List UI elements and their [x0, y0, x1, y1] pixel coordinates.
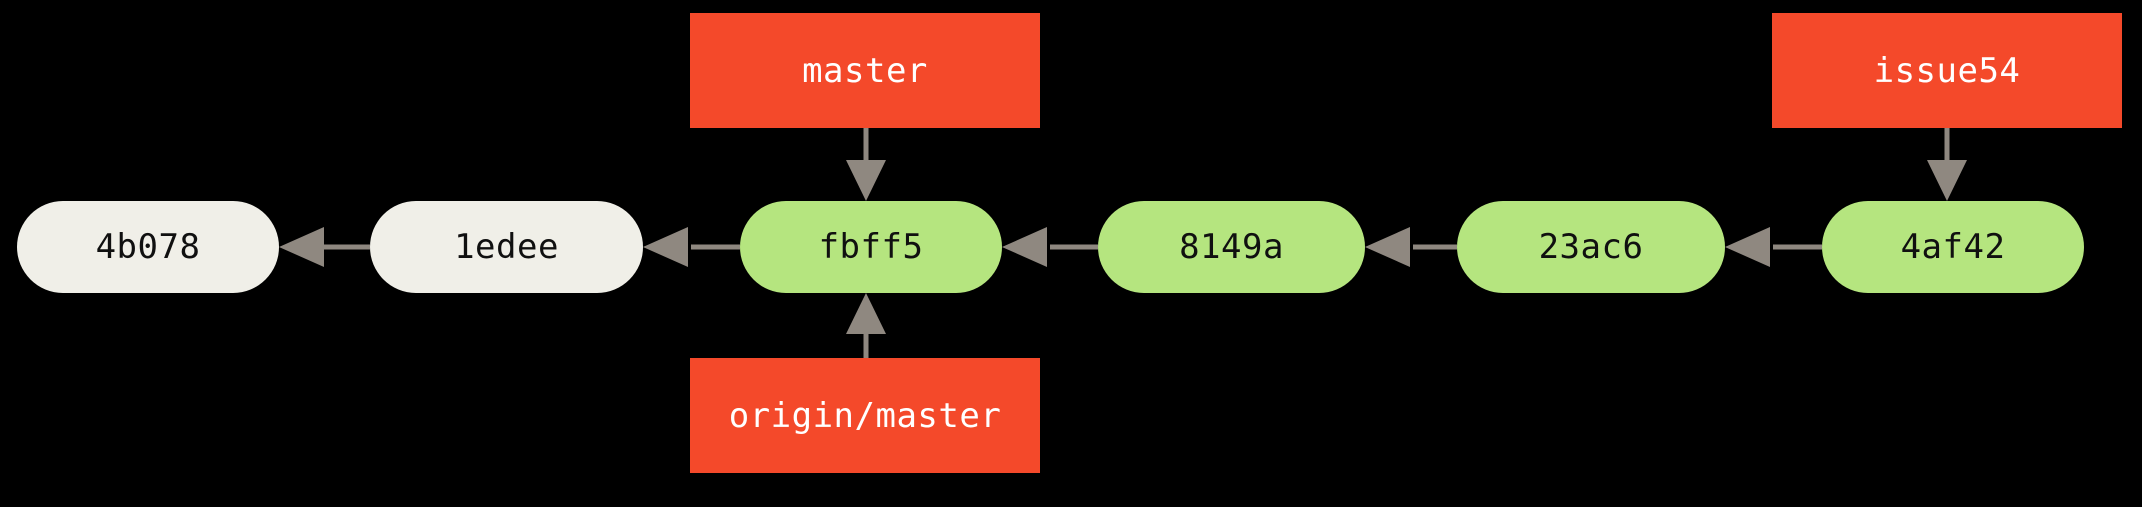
arrowhead-left-icon [1002, 227, 1047, 267]
commit-label: 4b078 [95, 227, 201, 267]
arrowhead-left-icon [643, 227, 688, 267]
commit-label: 1edee [454, 227, 559, 267]
commit-label: 4af42 [1900, 227, 2006, 267]
edge-8149a-to-fbff5 [1002, 227, 1098, 267]
arrowhead-down-icon [1927, 160, 1967, 201]
branch-label-text: origin/master [728, 395, 1002, 436]
commit-label: 8149a [1179, 227, 1284, 267]
edge-issue54-to-4af42 [1927, 128, 1967, 201]
commit-label: 23ac6 [1538, 227, 1644, 267]
arrowhead-down-icon [846, 160, 886, 201]
branch-label-master[interactable]: master [690, 13, 1040, 128]
commit-label: fbff5 [818, 227, 924, 267]
edge-23ac6-to-8149a [1365, 227, 1457, 267]
commit-node-fbff5[interactable]: fbff5 [740, 201, 1002, 293]
arrowhead-left-icon [1365, 227, 1410, 267]
edge-4af42-to-23ac6 [1725, 227, 1822, 267]
commit-node-4b078[interactable]: 4b078 [17, 201, 279, 293]
edge-fbff5-to-1edee [643, 227, 740, 267]
arrowhead-left-icon [1725, 227, 1770, 267]
edge-master-to-fbff5 [846, 128, 886, 201]
branch-label-issue54[interactable]: issue54 [1772, 13, 2122, 128]
edge-1edee-to-4b078 [279, 227, 370, 267]
commit-node-1edee[interactable]: 1edee [370, 201, 643, 293]
arrowhead-left-icon [279, 227, 324, 267]
branch-label-text: master [802, 50, 928, 91]
commit-node-4af42[interactable]: 4af42 [1822, 201, 2084, 293]
arrowhead-up-icon [846, 293, 886, 334]
commit-node-23ac6[interactable]: 23ac6 [1457, 201, 1725, 293]
edge-origin-master-to-fbff5 [846, 293, 886, 358]
branch-label-origin-master[interactable]: origin/master [690, 358, 1040, 473]
branch-label-text: issue54 [1873, 50, 2021, 91]
commit-node-8149a[interactable]: 8149a [1098, 201, 1365, 293]
